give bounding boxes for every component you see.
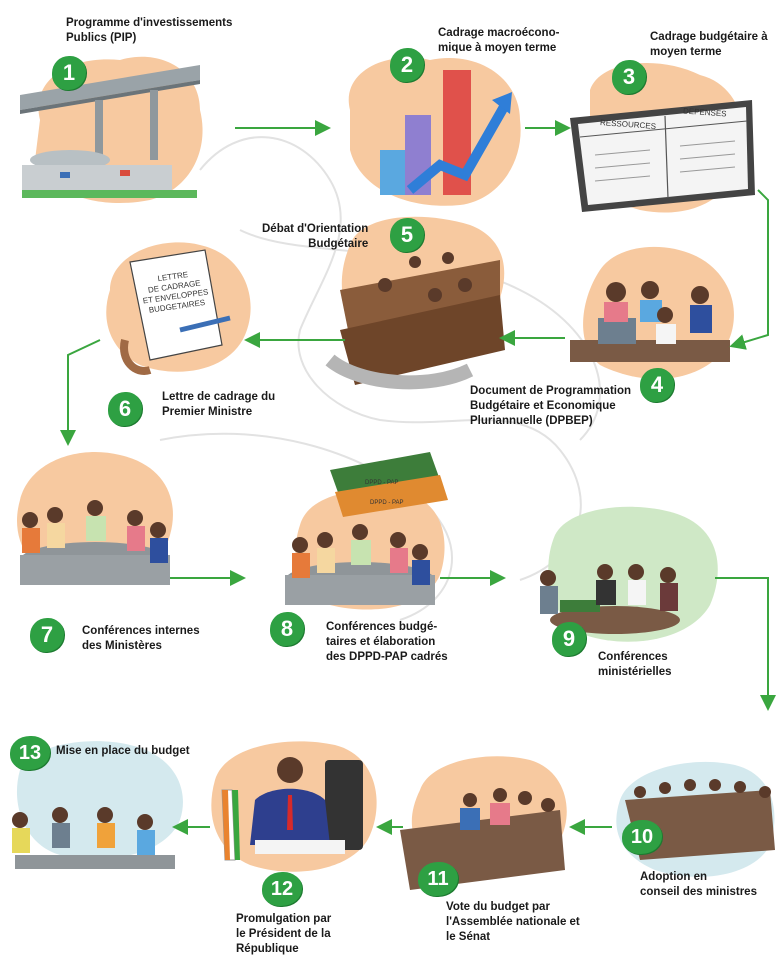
blob-step-1 bbox=[20, 56, 203, 204]
binder-bottom-label: DPPD - PAP bbox=[370, 500, 404, 506]
step-badge-9: 9 bbox=[552, 622, 586, 656]
step-label-2: Cadrage macroécono- mique à moyen terme bbox=[438, 27, 560, 54]
step-label-1: Programme d'investissements Publics (PIP… bbox=[66, 17, 233, 44]
flow-arrows bbox=[60, 120, 776, 835]
step-badge-2: 2 bbox=[390, 48, 424, 82]
blob-step-8 bbox=[285, 452, 448, 610]
blob-step-12 bbox=[211, 741, 377, 872]
step-badge-12: 12 bbox=[262, 872, 302, 906]
blob-step-13 bbox=[12, 741, 183, 869]
blob-step-9 bbox=[540, 506, 718, 642]
step-label-4: Document de Programmation Budgétaire et … bbox=[470, 385, 632, 427]
blob-step-4 bbox=[570, 246, 734, 379]
blob-step-2 bbox=[348, 57, 521, 206]
step-label-8: Conférences budgé- taires et élaboration… bbox=[326, 621, 448, 663]
binder-top-label: DPPD - PAP bbox=[365, 480, 399, 486]
blob-step-6 bbox=[106, 242, 251, 375]
blob-step-5 bbox=[325, 216, 505, 390]
step-badge-10: 10 bbox=[622, 820, 662, 854]
step-badge-1: 1 bbox=[52, 56, 86, 90]
step-label-13: Mise en place du budget bbox=[56, 745, 190, 757]
step-label-11: Vote du budget par l'Assemblée nationale… bbox=[446, 901, 580, 943]
step-badge-5: 5 bbox=[390, 218, 424, 252]
step-label-6: Lettre de cadrage du Premier Ministre bbox=[162, 391, 276, 418]
step-label-5: Débat d'Orientation Budgétaire bbox=[262, 223, 369, 250]
step-badge-8: 8 bbox=[270, 612, 304, 646]
arrow-6-to-7 bbox=[60, 339, 101, 446]
arrow-3-to-4 bbox=[729, 189, 769, 350]
step-badge-7: 7 bbox=[30, 618, 64, 652]
step-badge-11: 11 bbox=[418, 862, 458, 896]
step-label-7: Conférences internes des Ministères bbox=[82, 625, 200, 652]
step-label-9: Conférences ministérielles bbox=[598, 651, 672, 678]
blob-step-3 bbox=[570, 63, 755, 213]
step-badge-6: 6 bbox=[108, 392, 142, 426]
step-label-10: Adoption en conseil des ministres bbox=[640, 871, 757, 898]
step-badge-13: 13 bbox=[10, 736, 50, 770]
step-label-3: Cadrage budgétaire à moyen terme bbox=[650, 31, 768, 58]
step-badge-4: 4 bbox=[640, 368, 674, 402]
arrow-9-to-10 bbox=[715, 577, 776, 711]
step-label-12: Promulgation par le Président de la Répu… bbox=[236, 913, 332, 955]
step-badge-3: 3 bbox=[612, 60, 646, 94]
blob-step-7 bbox=[17, 452, 173, 585]
